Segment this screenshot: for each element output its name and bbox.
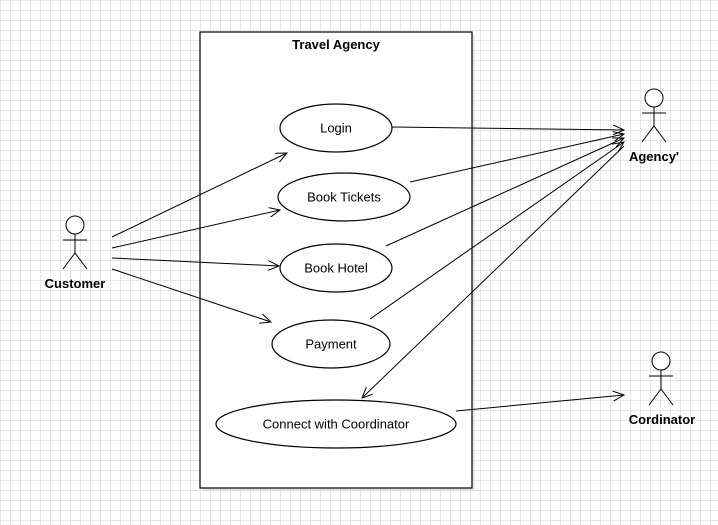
- association-customer-login[interactable]: [111, 153, 287, 238]
- actor-customer-label: Customer: [45, 276, 106, 291]
- association-book-hotel-agency[interactable]: [385, 138, 624, 247]
- actor-coordinator-label: Cordinator: [629, 412, 695, 427]
- association-book-tickets-agency[interactable]: [409, 134, 624, 183]
- association-login-agency[interactable]: [391, 127, 624, 130]
- association-payment-agency[interactable]: [369, 142, 624, 320]
- actor-coordinator[interactable]: Cordinator: [629, 351, 695, 427]
- system-title: Travel Agency: [292, 37, 380, 52]
- use-case-book-hotel-label: Book Hotel: [304, 261, 368, 276]
- use-case-book-hotel[interactable]: Book Hotel: [279, 243, 393, 293]
- use-case-payment[interactable]: Payment: [271, 319, 391, 369]
- use-case-login[interactable]: Login: [279, 103, 393, 153]
- association-customer-book-tickets[interactable]: [111, 210, 280, 249]
- use-case-payment-label: Payment: [305, 337, 357, 352]
- stick-figure-icon: [62, 215, 88, 270]
- use-case-connect-coordinator[interactable]: Connect with Coordinator: [215, 399, 457, 449]
- stick-figure-icon: [641, 88, 667, 143]
- use-case-book-tickets-label: Book Tickets: [307, 190, 381, 205]
- use-case-book-tickets[interactable]: Book Tickets: [277, 172, 411, 222]
- actor-agency-label: Agency': [629, 149, 679, 164]
- association-customer-book-hotel[interactable]: [111, 257, 279, 266]
- associations: [111, 127, 625, 412]
- use-case-connect-coordinator-label: Connect with Coordinator: [263, 417, 410, 432]
- actor-customer[interactable]: Customer: [45, 215, 106, 291]
- actor-agency[interactable]: Agency': [629, 88, 679, 164]
- association-customer-payment[interactable]: [111, 268, 271, 322]
- association-connect-coordinator[interactable]: [455, 395, 624, 412]
- association-agency-connect[interactable]: [362, 145, 625, 398]
- use-case-login-label: Login: [320, 121, 352, 136]
- stick-figure-icon: [648, 351, 674, 406]
